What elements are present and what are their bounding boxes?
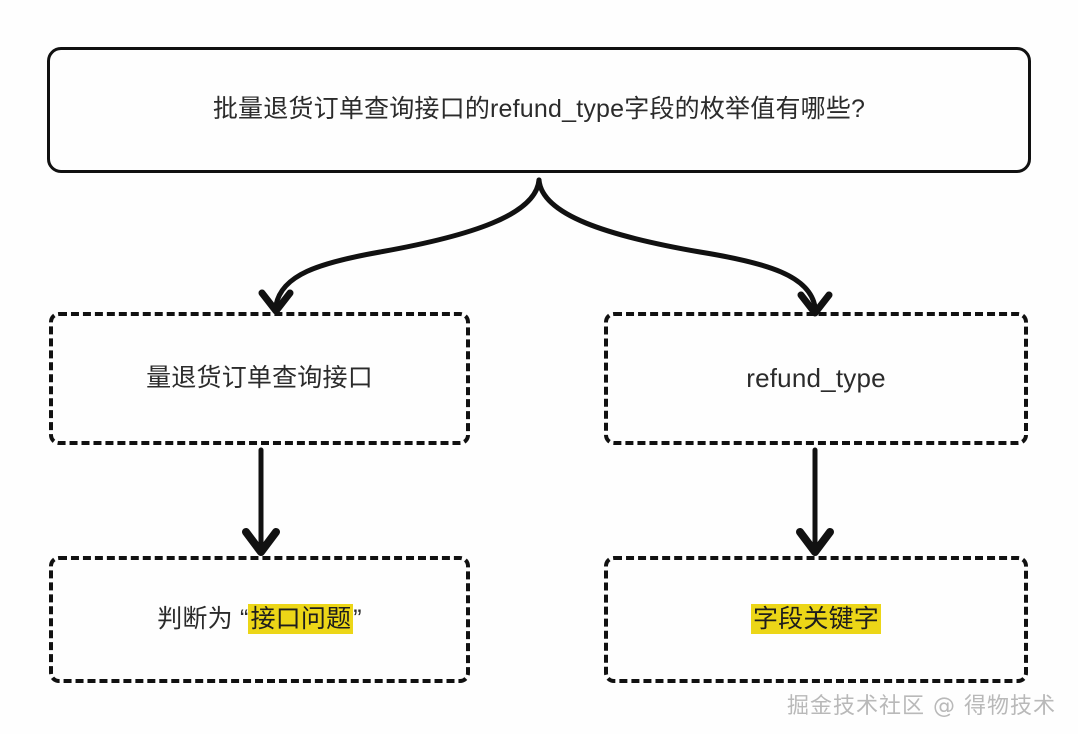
node-leaf-left-highlight: 接口问题 bbox=[248, 603, 354, 634]
node-mid-right-label: refund_type bbox=[746, 362, 886, 393]
edge-root-to-mid-left bbox=[273, 177, 542, 308]
node-leaf-left-close-quote: ” bbox=[353, 604, 362, 633]
node-leaf-left-prefix: 判断为 bbox=[157, 604, 240, 633]
node-leaf-right-conclusion: 字段关键字 bbox=[604, 556, 1028, 683]
arrowhead-mid-right-to-leaf-right bbox=[796, 528, 834, 556]
node-mid-left-label: 量退货订单查询接口 bbox=[146, 363, 373, 392]
arrowhead-mid-left-to-leaf-left bbox=[242, 528, 280, 556]
node-mid-left-interface: 量退货订单查询接口 bbox=[49, 312, 470, 445]
node-leaf-left-conclusion: 判断为 “接口问题” bbox=[49, 556, 470, 683]
node-root-question-label: 批量退货订单查询接口的refund_type字段的枚举值有哪些? bbox=[212, 95, 866, 124]
watermark-text: 掘金技术社区 @ 得物技术 bbox=[787, 694, 1056, 719]
arrowhead-root-to-mid-left bbox=[258, 289, 294, 315]
node-leaf-left-open-quote: “ bbox=[239, 604, 249, 633]
node-root-question: 批量退货订单查询接口的refund_type字段的枚举值有哪些? bbox=[47, 47, 1031, 173]
edge-root-to-mid-right bbox=[536, 177, 818, 310]
node-leaf-right-highlight: 字段关键字 bbox=[750, 603, 881, 634]
node-leaf-left-label: 判断为 “接口问题” bbox=[157, 603, 362, 637]
node-mid-right-field: refund_type bbox=[604, 312, 1028, 445]
node-leaf-right-label: 字段关键字 bbox=[750, 603, 881, 637]
arrowhead-root-to-mid-right bbox=[797, 291, 833, 317]
